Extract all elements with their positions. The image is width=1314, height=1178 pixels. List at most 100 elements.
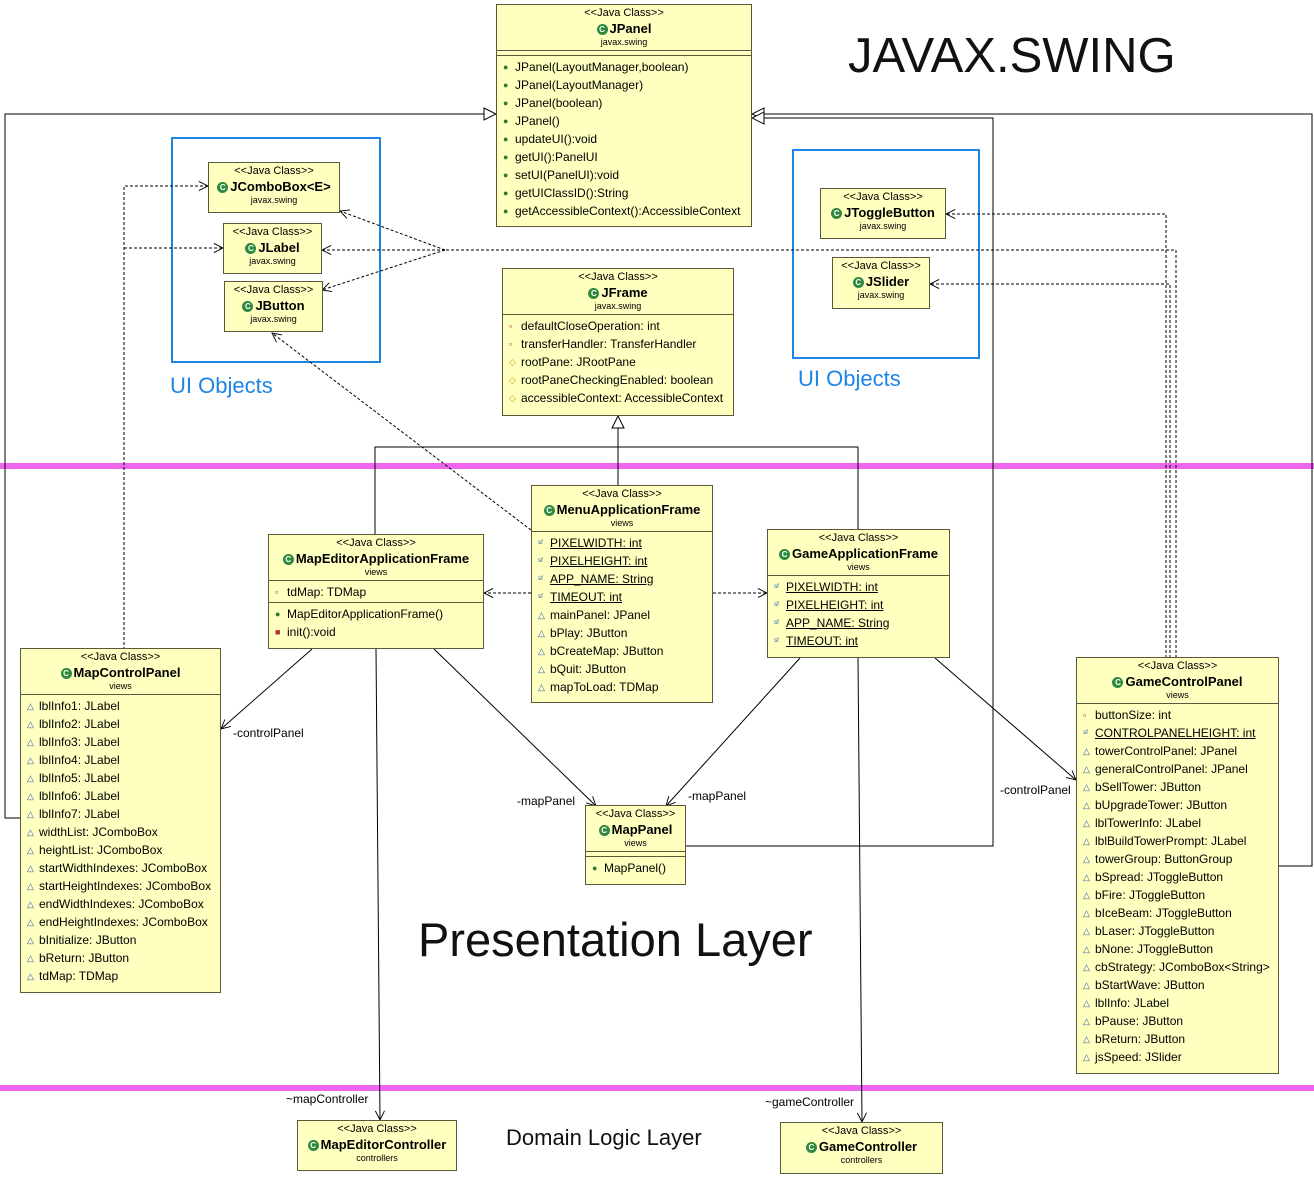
- assoc-mapeditor-controlpanel: [221, 648, 313, 729]
- mapeditorframe-extends-jframe: [374, 446, 617, 534]
- swing-title: JAVAX.SWING: [848, 29, 1176, 83]
- package-field-icon: △: [1083, 800, 1090, 810]
- method-icon: ●: [503, 206, 509, 216]
- class-icon: C: [282, 554, 294, 565]
- field-row: △lblTowerInfo: JLabel: [1083, 816, 1202, 830]
- class-icon: C: [60, 668, 72, 679]
- field-row: △bSpread: JToggleButton: [1083, 870, 1224, 884]
- package-field-icon: △: [27, 809, 34, 819]
- field-row: ▫transferHandler: TransferHandler: [509, 337, 697, 351]
- package-field-icon: △: [1083, 746, 1090, 756]
- static-final-field-icon: ˢᶠ: [538, 538, 544, 548]
- package-field-icon: △: [27, 899, 34, 909]
- method-icon: ●: [503, 152, 509, 162]
- package-field-icon: △: [1083, 782, 1090, 792]
- constructor-icon: ●: [503, 80, 509, 90]
- static-final-field-icon: ˢᶠ: [774, 618, 780, 628]
- field-row: △endHeightIndexes: JComboBox: [27, 915, 208, 929]
- package-name: controllers: [356, 1153, 398, 1163]
- package-field-icon: △: [1083, 944, 1090, 954]
- member-row: ●updateUI():void: [503, 132, 598, 146]
- package-field-icon: △: [27, 701, 34, 711]
- dep-gamecontrol-jtogglebutton: [946, 214, 1167, 658]
- dep-menu-jbutton: [272, 333, 532, 531]
- map-panel-label-right: -mapPanel: [688, 789, 747, 803]
- method-icon: ●: [503, 188, 509, 198]
- package-field-icon: △: [538, 610, 545, 620]
- field-row: △bReturn: JButton: [1083, 1032, 1186, 1046]
- class-icon: C: [307, 1140, 319, 1151]
- package-field-icon: △: [27, 755, 34, 765]
- field-row: △mapToLoad: TDMap: [538, 680, 659, 694]
- method-icon: ●: [503, 170, 509, 180]
- member-row: ●getUIClassID():String: [503, 186, 629, 200]
- class-icon: C: [588, 288, 600, 299]
- class-name: GameController: [818, 1139, 918, 1154]
- field-row: △lblInfo6: JLabel: [27, 789, 120, 803]
- field-row: ◇rootPaneCheckingEnabled: boolean: [509, 373, 714, 387]
- private-method-icon: ■: [275, 627, 281, 637]
- field-row: △bCreateMap: JButton: [538, 644, 664, 658]
- package-name: javax.swing: [594, 301, 642, 311]
- package-field-icon: △: [27, 863, 34, 873]
- class-icon: C: [831, 208, 843, 219]
- package-field-icon: △: [1083, 998, 1090, 1008]
- package-field-icon: △: [538, 682, 545, 692]
- field-row: ▫defaultCloseOperation: int: [509, 319, 660, 333]
- constructor-icon: ●: [592, 863, 598, 873]
- static-final-field-icon: ˢᶠ: [538, 556, 544, 566]
- package-field-icon: △: [1083, 1052, 1090, 1062]
- class-icon: C: [598, 825, 610, 836]
- stereotype: <<Java Class>>: [584, 7, 664, 19]
- field-row: △bNone: JToggleButton: [1083, 942, 1214, 956]
- mapcontrol-extends-jpanel: [4, 114, 496, 819]
- class-name: JPanel: [609, 21, 652, 36]
- package-name: views: [847, 562, 870, 572]
- mappanel-extends-jpanel: [686, 118, 994, 847]
- assoc-game-controlpanel: [934, 657, 1076, 780]
- assoc-game-controller: [858, 657, 862, 1122]
- package-name: javax.swing: [857, 290, 905, 300]
- protected-field-icon: ◇: [509, 375, 516, 385]
- private-final-field-icon: ▫: [1083, 710, 1087, 720]
- member-row: ●JPanel(LayoutManager): [503, 78, 644, 92]
- field-row: ◇rootPane: JRootPane: [509, 355, 636, 369]
- field-row: △bStartWave: JButton: [1083, 978, 1205, 992]
- field-row: △bIceBeam: JToggleButton: [1083, 906, 1232, 920]
- package-name: views: [109, 681, 132, 691]
- package-field-icon: △: [1083, 764, 1090, 774]
- field-row: △lblInfo4: JLabel: [27, 753, 120, 767]
- package-field-icon: △: [1083, 836, 1090, 846]
- package-name: javax.swing: [249, 256, 296, 266]
- field-row: △bFire: JToggleButton: [1083, 888, 1206, 902]
- assoc-mapeditor-controller: [376, 648, 380, 1120]
- class-name: JToggleButton: [844, 205, 935, 220]
- class-name: MenuApplicationFrame: [556, 502, 701, 517]
- constructor-icon: ●: [275, 609, 281, 619]
- static-final-field-icon: ˢᶠ: [1083, 728, 1089, 738]
- class-icon: C: [217, 182, 229, 193]
- package-name: views: [610, 518, 634, 528]
- field-row: △cbStrategy: JComboBox<String>: [1083, 960, 1270, 974]
- protected-field-icon: ◇: [509, 357, 516, 367]
